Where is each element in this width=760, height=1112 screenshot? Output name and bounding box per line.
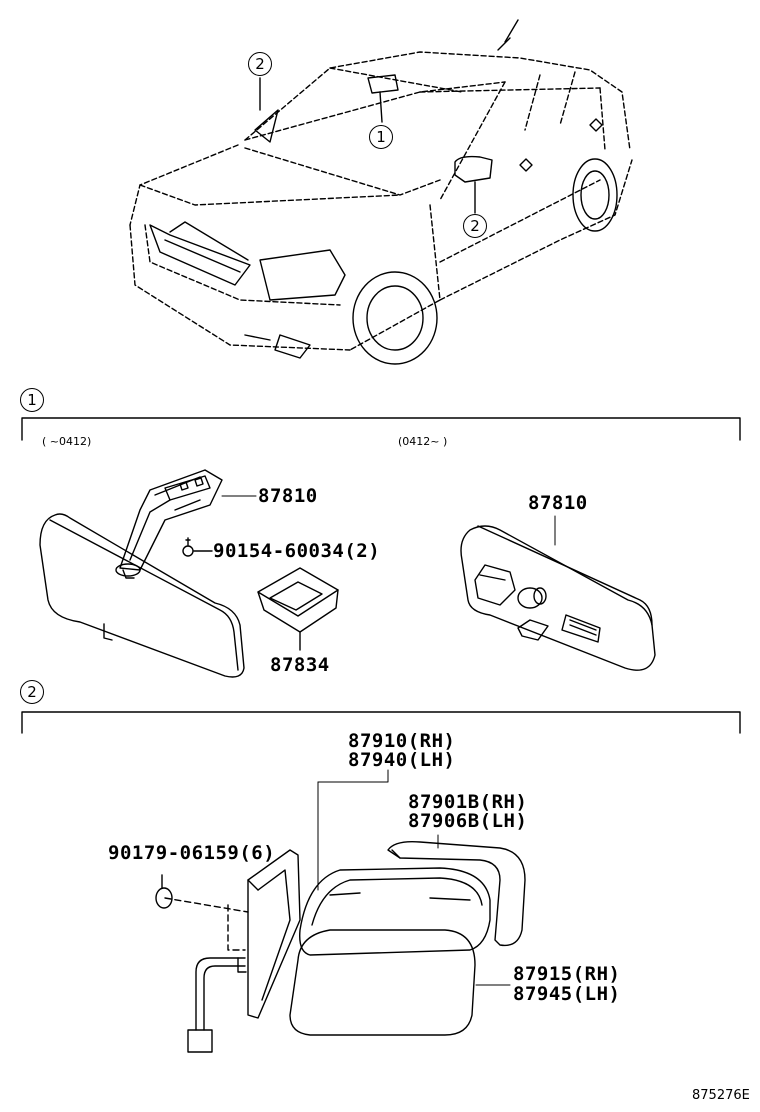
bolt-90154 xyxy=(182,537,213,557)
part-number-90179-06159: 90179-06159(6) xyxy=(108,842,276,864)
callout-2-car-left: 2 xyxy=(248,52,272,76)
part-number-87901b-rh: 87901B(RH) xyxy=(408,791,528,813)
period-right: (0412~ ) xyxy=(398,435,448,448)
section2-bracket xyxy=(21,711,741,734)
part-number-87906b-lh: 87906B(LH) xyxy=(408,810,528,832)
car-solid-details xyxy=(149,19,618,365)
section1-number: 1 xyxy=(20,388,44,412)
callout-2-car-right: 2 xyxy=(463,214,487,238)
part-number-87910-rh: 87910(RH) xyxy=(348,730,456,752)
part-number-87940-lh: 87940(LH) xyxy=(348,749,456,771)
cover-87834 xyxy=(257,567,339,651)
leaders-section2 xyxy=(317,769,511,986)
part-number-87810-right: 87810 xyxy=(528,492,588,514)
part-number-87945-lh: 87945(LH) xyxy=(513,983,621,1005)
section1-bracket xyxy=(21,417,741,441)
section2-number: 2 xyxy=(20,680,44,704)
mirror-glass xyxy=(387,840,526,947)
outer-mirror-base xyxy=(164,849,301,1053)
inner-mirror-early xyxy=(39,469,245,678)
mirror-cover xyxy=(289,929,476,1036)
part-number-87810-left: 87810 xyxy=(258,485,318,507)
inner-mirror-late xyxy=(460,525,656,671)
car-illustration xyxy=(129,51,633,351)
screw-90179 xyxy=(155,874,173,909)
part-number-90154-60034: 90154-60034(2) xyxy=(213,540,381,562)
callout-1-car: 1 xyxy=(369,125,393,149)
mirror-body xyxy=(299,867,491,956)
period-left: ( ~0412) xyxy=(42,435,92,448)
figure-code: 875276E xyxy=(692,1088,750,1103)
part-number-87834: 87834 xyxy=(270,654,330,676)
part-number-87915-rh: 87915(RH) xyxy=(513,963,621,985)
leaders-section1 xyxy=(221,495,556,546)
car-mirror-markers xyxy=(254,74,493,214)
